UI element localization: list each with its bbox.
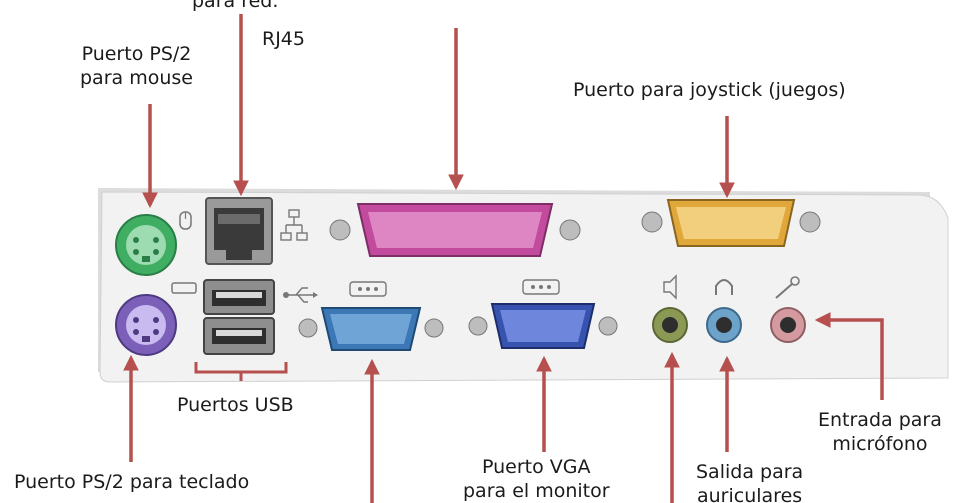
line-out-jack	[652, 307, 688, 343]
vga-port	[468, 303, 618, 349]
label-ps2-mouse: Puerto PS/2 para mouse	[80, 43, 193, 89]
label-network-port: para red.	[192, 0, 279, 12]
arrow-microphone	[814, 312, 884, 400]
callout-arrows	[123, 14, 884, 503]
usb-port-top	[203, 279, 275, 315]
keyboard-icon	[171, 282, 197, 294]
rj45-port	[205, 197, 273, 265]
mouse-icon	[179, 211, 192, 230]
speaker-icon	[663, 274, 677, 300]
label-usb: Puertos USB	[177, 394, 294, 416]
vga-port-icon	[522, 279, 560, 295]
label-headphones: Salida para auriculares	[696, 461, 804, 503]
label-rj45: RJ45	[262, 28, 305, 50]
serial-port-icon	[349, 281, 387, 297]
ps2-mouse-port	[115, 214, 177, 276]
label-vga: Puerto VGA para el monitor	[463, 456, 610, 502]
serial-port	[298, 307, 444, 351]
parallel-port	[329, 203, 581, 257]
ps2-keyboard-port	[115, 294, 177, 356]
network-icon	[280, 209, 308, 241]
label-joystick: Puerto para joystick (juegos)	[573, 79, 846, 101]
microphone-jack	[770, 307, 806, 343]
label-ps2-keyboard: Puerto PS/2 para teclado	[14, 471, 250, 493]
headphone-jack	[706, 307, 742, 343]
headphone-icon	[715, 279, 733, 295]
joystick-port	[641, 199, 821, 247]
usb-bracket	[194, 362, 288, 381]
usb-icon	[283, 287, 318, 303]
microphone-icon	[775, 276, 800, 299]
usb-port-bottom	[203, 317, 275, 355]
label-microphone: Entrada para micrófono	[818, 409, 942, 455]
